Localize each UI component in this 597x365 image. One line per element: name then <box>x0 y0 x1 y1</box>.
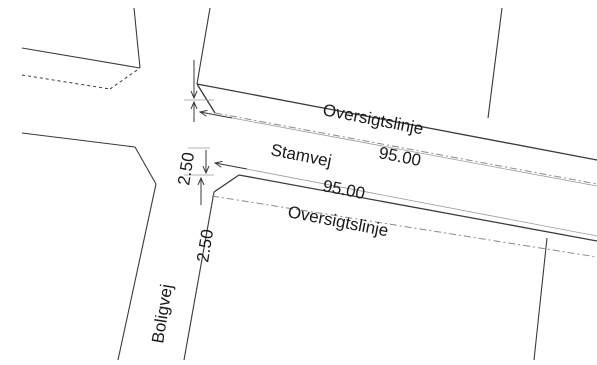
dashed-line-corner <box>109 67 141 90</box>
stamvej-south-corner <box>213 174 240 193</box>
stamvej-north-corner <box>196 83 216 114</box>
label-length-south: 95.00 <box>321 176 366 203</box>
parcel-line-ne-side <box>487 7 503 119</box>
boligvej-west-upper <box>21 132 136 148</box>
arrow-north-95-start <box>200 112 233 119</box>
label-sight-line-south: Oversigtslinje <box>286 202 390 240</box>
label-length-north: 95.00 <box>377 143 422 170</box>
dashed-line-west <box>21 74 111 90</box>
label-main-road: Stamvej <box>269 140 333 170</box>
label-setback-upper: 2.50 <box>174 151 198 187</box>
boligvej-east-edge <box>183 191 215 361</box>
boligvej-west-corner <box>134 146 157 185</box>
label-setback-lower: 2.50 <box>193 228 217 264</box>
dashed-boundary <box>21 67 141 90</box>
parcel-lines <box>21 7 548 361</box>
stamvej-north-edge <box>196 83 597 161</box>
label-sight-line-north: Oversigtslinje <box>321 100 425 138</box>
sight-lines <box>211 112 597 258</box>
dim-line-north-95 <box>199 111 597 187</box>
arrow-south-95-start <box>215 163 248 170</box>
parcel-line-nw-side <box>133 7 141 69</box>
dimension-lines <box>184 99 597 237</box>
dim-line-south-95 <box>214 162 597 237</box>
sight-line-north <box>214 112 597 185</box>
boligvej-west-edge <box>117 183 157 361</box>
stamvej-south-edge <box>238 174 597 242</box>
parcel-line-s-side <box>533 237 548 361</box>
label-side-road: Boligvej <box>148 283 176 345</box>
parcel-line-n-side <box>196 7 211 85</box>
stamvej-edges <box>196 83 597 242</box>
sight-line-south <box>211 195 597 258</box>
parcel-line-nw-top <box>21 47 141 69</box>
dimension-arrows <box>194 60 248 205</box>
